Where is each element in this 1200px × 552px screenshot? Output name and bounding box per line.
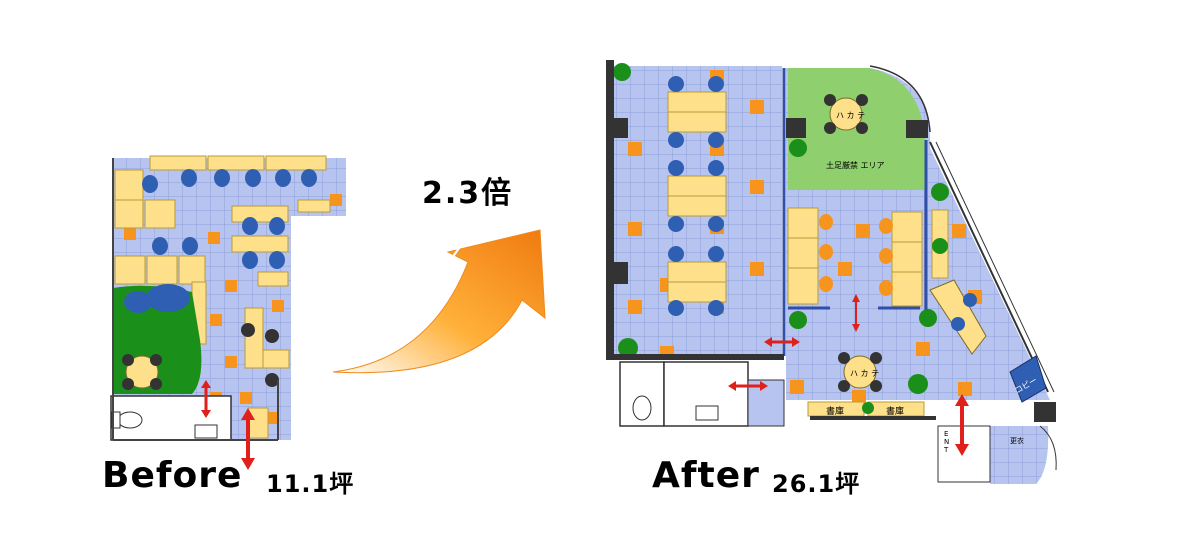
kitchen-area-label: 土足厳禁 エリア [826,161,885,170]
before-area: 11.1坪 [266,470,355,498]
after-area: 26.1坪 [772,470,861,498]
meeting-table-mid-label: ハ カ テ [850,369,880,378]
staff-room-label: 更衣 [1010,437,1024,445]
update-arrow [332,229,546,374]
storage-right-label: 書庫 [886,407,905,417]
storage-left-label: 書庫 [826,407,845,417]
before-title: Before [102,455,243,496]
before-floor-plan [110,155,346,470]
after-floor-plan [606,60,1057,484]
meeting-table-top-label: ハ カ テ [836,111,866,120]
entrance-label: E N T [944,430,950,454]
size-multiplier: 2.3倍 [422,176,514,211]
after-title: After [652,455,760,496]
